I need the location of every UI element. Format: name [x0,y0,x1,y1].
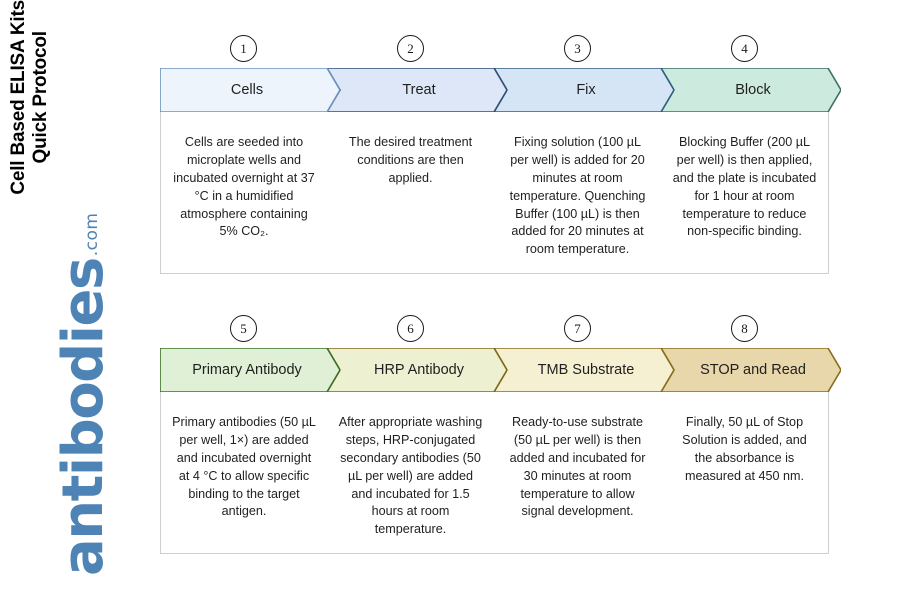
step-description-2: The desired treatment conditions are the… [327,112,495,274]
step-description-text: Blocking Buffer (200 µL per well) is the… [672,135,817,239]
chevron-label: TMB Substrate [537,362,635,378]
step-description-text: Ready-to-use substrate (50 µL per well) … [509,415,646,519]
chevron-label: Primary Antibody [192,362,302,378]
step-description-1: Cells are seeded into microplate wells a… [160,112,328,274]
step-badge-2: 2 [397,35,424,62]
chevron-step-2[interactable]: Treat [327,68,507,112]
step-description-5: Primary antibodies (50 µL per well, 1×) … [160,392,328,554]
step-number-badges: 1 2 3 4 [160,34,828,68]
chevron-shape [160,68,340,112]
chevron-strip: Primary Antibody HRP Antibody TMB Substrat… [160,348,850,392]
step-description-row: Primary antibodies (50 µL per well, 1×) … [160,392,829,554]
step-badge-1: 1 [230,35,257,62]
page-title-line-2: Quick Protocol [30,31,51,164]
chevron-label: Fix [576,82,596,98]
page-title-line-1: Cell Based ELISA Kits [7,0,29,195]
chevron-shape [160,348,340,392]
chevron-label: HRP Antibody [373,362,464,378]
step-number-badges: 5 6 7 8 [160,314,828,348]
step-description-row: Cells are seeded into microplate wells a… [160,112,829,274]
chevron-step-5[interactable]: Primary Antibody [160,348,340,392]
step-description-3: Fixing solution (100 µL per well) is add… [494,112,662,274]
chevron-step-7[interactable]: TMB Substrate [494,348,674,392]
chevron-label: Block [735,82,771,98]
step-description-7: Ready-to-use substrate (50 µL per well) … [494,392,662,554]
step-description-text: Cells are seeded into microplate wells a… [173,135,315,239]
chevron-shape [661,68,841,112]
step-description-text: The desired treatment conditions are the… [348,135,473,185]
step-description-text: Fixing solution (100 µL per well) is add… [509,135,646,257]
chevron-shape [327,348,507,392]
chevron-label: Treat [402,82,436,98]
step-badge-7: 7 [564,315,591,342]
step-description-4: Blocking Buffer (200 µL per well) is the… [661,112,829,274]
chevron-step-4[interactable]: Block [661,68,841,112]
step-description-text: Finally, 50 µL of Stop Solution is added… [682,415,807,483]
step-description-text: After appropriate washing steps, HRP-con… [338,415,483,537]
chevron-step-8[interactable]: STOP and Read [661,348,841,392]
chevron-step-1[interactable]: Cells [160,68,340,112]
step-description-8: Finally, 50 µL of Stop Solution is added… [661,392,829,554]
antibodies-logo: antibodies .com [0,213,116,580]
chevron-label: Cells [230,82,264,98]
step-badge-5: 5 [230,315,257,342]
step-description-text: Primary antibodies (50 µL per well, 1×) … [172,415,316,519]
step-badge-8: 8 [731,315,758,342]
chevron-shape [494,68,674,112]
chevron-shape [327,68,507,112]
chevron-step-3[interactable]: Fix [494,68,674,112]
step-description-6: After appropriate washing steps, HRP-con… [327,392,495,554]
chevron-shape [494,348,674,392]
step-badge-3: 3 [564,35,591,62]
page-title: Cell Based ELISA Kits Quick Protocol [0,0,60,300]
logo-domain-suffix: .com [82,212,102,257]
chevron-strip: Cells Treat Fix Block [160,68,850,112]
step-badge-4: 4 [731,35,758,62]
chevron-step-6[interactable]: HRP Antibody [327,348,507,392]
chevron-shape [661,348,841,392]
logo-wordmark: antibodies [50,258,116,576]
chevron-label: STOP and Read [700,362,806,378]
step-badge-6: 6 [397,315,424,342]
